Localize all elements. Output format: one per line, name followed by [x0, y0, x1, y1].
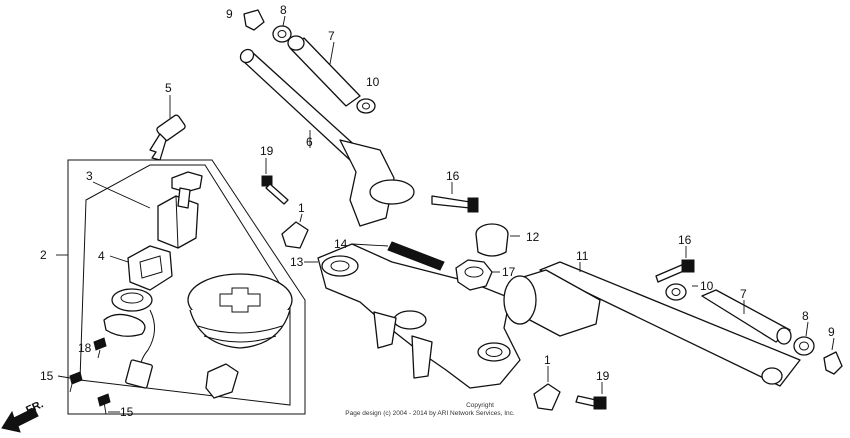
callout-10-right: 10 [700, 279, 714, 293]
callout-7-right: 7 [740, 287, 747, 301]
stem-nut-17 [455, 259, 500, 291]
callout-19-lower: 19 [596, 369, 610, 383]
screw-18 [93, 337, 107, 359]
ignition-switch [92, 171, 203, 249]
callout-8-right: 8 [802, 309, 809, 323]
washer-10-right [665, 283, 698, 301]
bolt-16-upper [431, 182, 479, 213]
top-bridge [304, 243, 521, 389]
callout-7-upper: 7 [328, 29, 335, 43]
ignition-clip [205, 363, 239, 399]
callout-11: 11 [576, 249, 589, 263]
weight-collar-8-right [793, 321, 815, 356]
plug-12 [475, 223, 520, 257]
callout-12: 12 [526, 230, 540, 244]
callout-16-upper: 16 [446, 169, 460, 183]
callout-18: 18 [78, 341, 92, 355]
screw-15-bottom [97, 393, 120, 415]
callout-labels: 9 8 7 10 5 6 19 3 16 1 12 14 16 2 4 11 1… [40, 3, 835, 419]
bolt-19-lower [575, 382, 607, 410]
callout-19-upper: 19 [260, 144, 274, 158]
switch-contact-base [103, 288, 155, 389]
copyright-line-1: Copyright [466, 402, 494, 409]
right-handlebar [503, 261, 801, 387]
callout-5: 5 [165, 81, 172, 95]
clamp-1-lower [533, 366, 561, 411]
bar-end-weight-right [701, 289, 792, 345]
bolt-16-right [655, 246, 695, 283]
callout-9-right: 9 [828, 325, 835, 339]
copyright-line-2: Page design (c) 2004 - 2014 by ARI Netwo… [345, 410, 515, 417]
callout-3: 3 [86, 169, 93, 183]
callout-13: 13 [290, 255, 304, 269]
copyright-notice: Copyright Page design (c) 2004 - 2014 by… [345, 402, 515, 417]
callout-10-upper: 10 [366, 75, 380, 89]
callout-17: 17 [502, 265, 516, 279]
callout-15-left: 15 [40, 369, 54, 383]
callout-1-upper: 1 [298, 201, 305, 215]
ignition-cover [187, 273, 293, 349]
clip-9-upper [243, 9, 265, 31]
clip-9-right [823, 337, 843, 375]
washer-10-upper [356, 98, 376, 114]
callout-9-upper: 9 [226, 7, 233, 21]
bolt-19-upper [261, 158, 289, 205]
callout-4: 4 [98, 249, 105, 263]
lock-cylinder [109, 245, 173, 291]
screw-15-left [57, 371, 83, 393]
ignition-key [149, 95, 186, 161]
callout-15-bottom: 15 [120, 405, 134, 419]
callout-14: 14 [334, 237, 348, 251]
front-indicator-label: FR. [24, 398, 45, 416]
callout-16-right: 16 [678, 233, 692, 247]
clamp-1-upper [281, 213, 309, 249]
bar-end-weight-left [287, 35, 361, 107]
callout-6: 6 [306, 135, 313, 149]
left-handlebar [239, 48, 415, 227]
emblem-plate-14 [351, 241, 445, 271]
callout-8-upper: 8 [280, 3, 287, 17]
callout-2: 2 [40, 248, 47, 262]
weight-collar-8-upper [272, 15, 292, 43]
front-direction-arrow: FR. [1, 398, 45, 433]
callout-1-lower: 1 [544, 353, 551, 367]
